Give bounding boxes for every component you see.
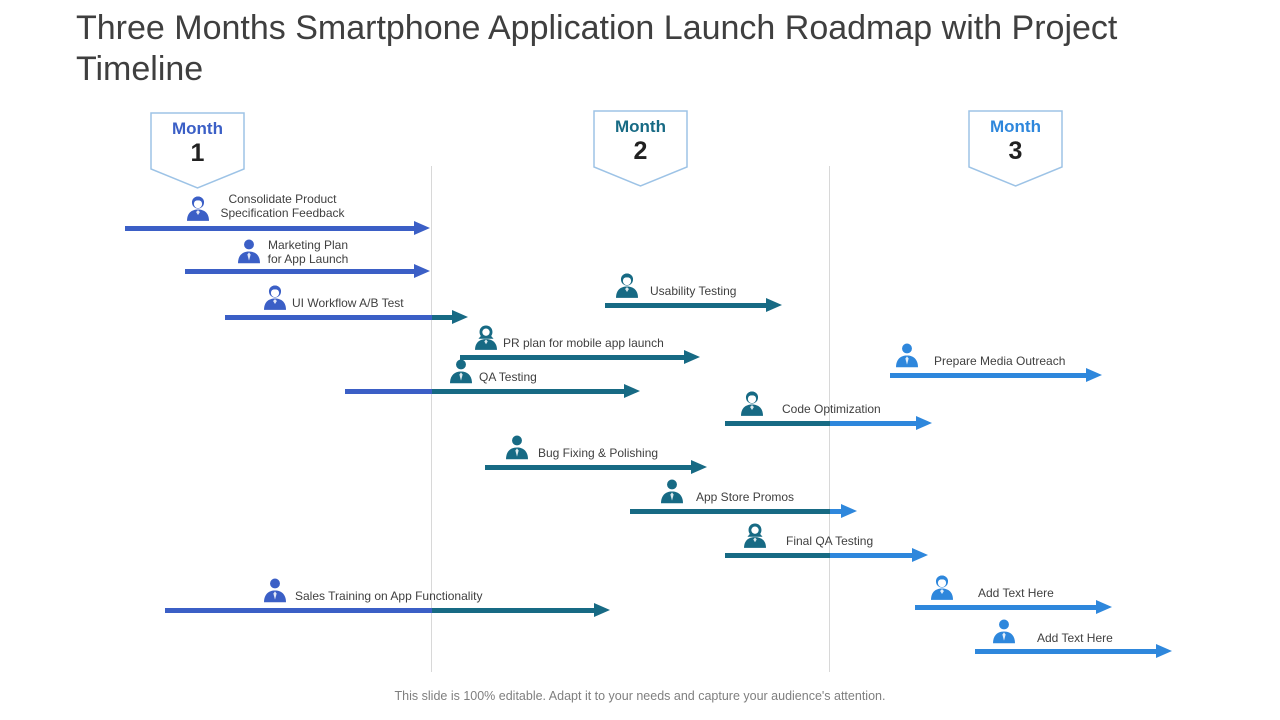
task-arrow-segment [165,607,432,613]
task-arrow-head [1086,368,1102,382]
task-arrow-segment [485,464,691,470]
month-divider-2 [829,166,830,672]
task-label: Add Text Here [1037,631,1113,645]
task-arrow-segment [725,552,830,558]
face-person-icon [929,574,955,602]
task-label: Marketing Plan for App Launch [267,238,349,266]
task-label: Consolidate Product Specification Feedba… [220,192,345,220]
task-arrow-segment [345,388,432,394]
task-arrow-head [594,603,610,617]
task-arrow-head [766,298,782,312]
bust-person-icon [504,434,530,462]
task-label: Sales Training on App Functionality [295,589,483,603]
face-person-icon [262,284,288,312]
task-arrow-segment [830,552,912,558]
task-arrow-segment [125,225,414,231]
task-label: Code Optimization [782,402,881,416]
female-person-icon [742,522,768,550]
face-person-icon [739,390,765,418]
task-arrow-segment [605,302,766,308]
task-arrow-segment [225,314,432,320]
task-arrow-segment [432,314,452,320]
task-arrow-head [624,384,640,398]
month-number: 1 [190,139,205,167]
task-label: Prepare Media Outreach [934,354,1066,368]
task-arrow-segment [185,268,414,274]
task-arrow-head [1156,644,1172,658]
task-arrow-segment [725,420,830,426]
task-arrow-head [691,460,707,474]
footer-note: This slide is 100% editable. Adapt it to… [394,689,886,703]
task-arrow-segment [460,354,684,360]
task-arrow-head [841,504,857,518]
task-arrow-head [916,416,932,430]
task-arrow-segment [432,388,624,394]
task-arrow-segment [890,372,1086,378]
banner-shape [968,110,1063,187]
task-label: App Store Promos [696,490,795,504]
task-arrow-head [1096,600,1112,614]
task-arrow-head [912,548,928,562]
task-arrow-segment [975,648,1156,654]
face-person-icon [185,195,211,223]
task-arrow-segment [915,604,1096,610]
banner-shape [150,112,245,189]
month-word: Month [990,117,1041,136]
task-label: Final QA Testing [786,534,874,548]
face-person-icon [614,272,640,300]
task-arrow-head [414,221,430,235]
task-label: Bug Fixing & Polishing [538,446,659,460]
task-arrow-head [684,350,700,364]
task-label: QA Testing [479,370,537,384]
task-label: PR plan for mobile app launch [503,336,664,350]
task-arrow-segment [432,607,594,613]
task-arrow-head [414,264,430,278]
bust-person-icon [659,478,685,506]
month-word: Month [615,117,666,136]
task-arrow-head [452,310,468,324]
bust-person-icon [991,618,1017,646]
bust-person-icon [262,577,288,605]
month-number: 2 [633,137,648,165]
month-divider-1 [431,166,432,672]
task-label: UI Workflow A/B Test [292,296,404,310]
task-arrow-segment [830,508,841,514]
slide-title: Three Months Smartphone Application Laun… [76,9,1118,88]
month-number: 3 [1008,137,1023,165]
month-word: Month [172,119,223,138]
bust-person-icon [448,358,474,386]
task-arrow-segment [830,420,916,426]
bust-person-icon [894,342,920,370]
female-person-icon [473,324,499,352]
task-label: Usability Testing [650,284,737,298]
banner-shape [593,110,688,187]
task-arrow-segment [630,508,830,514]
task-label: Add Text Here [978,586,1054,600]
